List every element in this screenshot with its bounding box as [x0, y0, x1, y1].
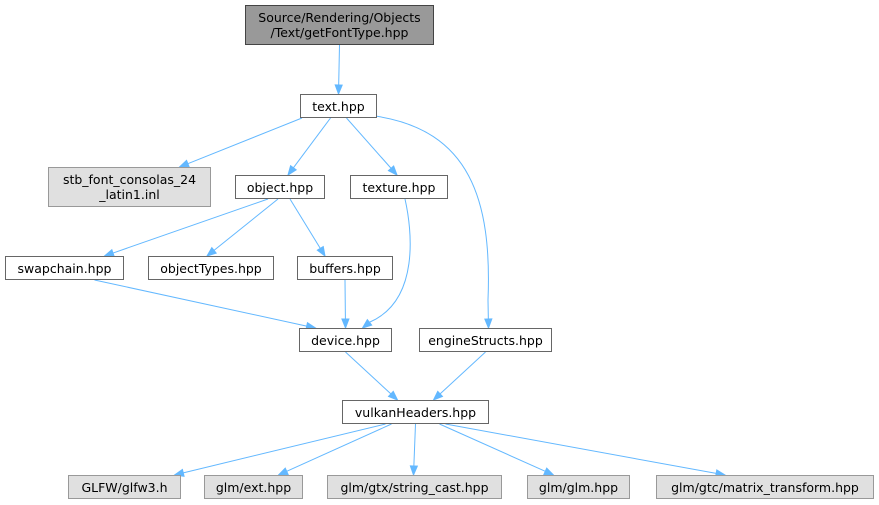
node-glm-matrix-transform: glm/gtc/matrix_transform.hpp: [656, 475, 874, 499]
arrowhead-device: [341, 318, 350, 330]
node-device-hpp[interactable]: device.hpp: [299, 328, 392, 352]
edge-texture-to-device: [369, 198, 411, 323]
edge-vulkanHeaders-to-glm_matrix_transform: [445, 423, 717, 474]
node-object-hpp[interactable]: object.hpp: [235, 175, 325, 199]
arrowhead-buffers: [316, 245, 326, 258]
arrowhead-objectTypes: [205, 246, 218, 257]
node-objecttypes-hpp[interactable]: objectTypes.hpp: [148, 256, 274, 280]
edge-vulkanHeaders-to-glm_ext: [286, 423, 392, 472]
arrowhead-vulkanHeaders: [432, 390, 444, 401]
arrowhead-texture: [387, 165, 398, 177]
edge-object-to-swapchain: [112, 198, 269, 254]
arrowhead-glm_string_cast: [409, 465, 419, 477]
edge-root-to-text: [338, 44, 340, 86]
edge-vulkanHeaders-to-glm_glm: [439, 423, 546, 472]
edge-swapchain-to-device: [94, 279, 307, 327]
edge-device-to-vulkanHeaders: [345, 351, 392, 395]
node-buffers-hpp[interactable]: buffers.hpp: [297, 256, 393, 280]
node-glfw-glfw3: GLFW/glfw3.h: [68, 475, 181, 499]
node-texture-hpp[interactable]: texture.hpp: [350, 175, 448, 199]
node-text-hpp[interactable]: text.hpp: [300, 94, 377, 118]
arrowhead-engineStructs: [484, 318, 493, 330]
node-glm-ext: glm/ext.hpp: [204, 475, 303, 499]
node-glm-string-cast: glm/gtx/string_cast.hpp: [327, 475, 502, 499]
node-glm-glm: glm/glm.hpp: [527, 475, 630, 499]
node-swapchain-hpp[interactable]: swapchain.hpp: [5, 256, 124, 280]
arrowhead-stb_font: [178, 159, 190, 168]
node-vulkanheaders-hpp[interactable]: vulkanHeaders.hpp: [342, 400, 489, 424]
edge-object-to-buffers: [289, 198, 321, 249]
arrowhead-object: [287, 164, 298, 177]
node-root-getfonttype: Source/Rendering/Objects /Text/getFontTy…: [245, 5, 434, 45]
arrowhead-device: [361, 318, 373, 329]
edge-text-to-texture: [346, 117, 392, 169]
arrowhead-vulkanHeaders: [387, 390, 399, 401]
edge-vulkanHeaders-to-glfw: [183, 423, 386, 474]
node-enginestructs-hpp[interactable]: engineStructs.hpp: [419, 328, 552, 352]
arrowhead-text: [334, 84, 343, 96]
edge-object-to-objectTypes: [213, 198, 279, 251]
edge-text-to-object: [292, 117, 331, 169]
edge-text-to-engineStructs: [374, 115, 489, 320]
arrowhead-glm_ext: [277, 467, 289, 476]
edge-engineStructs-to-vulkanHeaders: [439, 351, 486, 395]
edge-vulkanHeaders-to-glm_string_cast: [413, 423, 416, 467]
arrowhead-glm_glm: [543, 467, 555, 476]
edge-text-to-stb_font: [187, 117, 303, 165]
node-stb-font-consolas: stb_font_consolas_24 _latin1.inl: [48, 167, 211, 207]
